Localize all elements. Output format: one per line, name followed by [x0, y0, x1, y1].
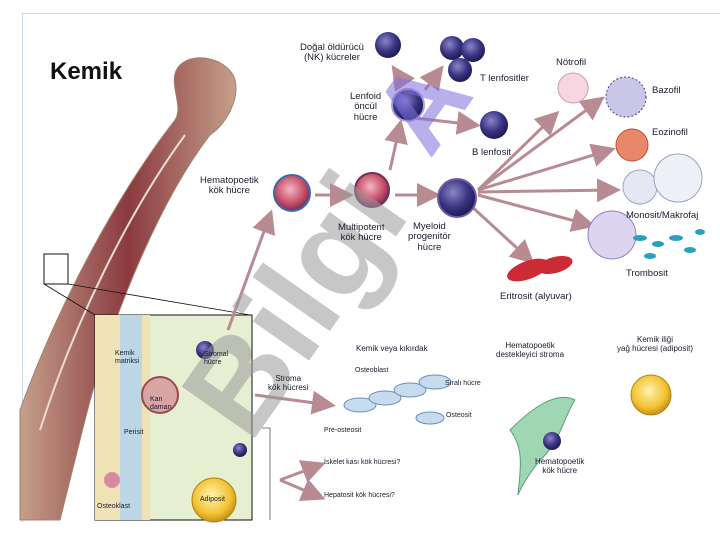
label-supporting-stroma: Hematopoetik destekleyici stroma: [496, 341, 565, 359]
label-lymphoid: Lenfoid öncül hücre: [350, 91, 382, 123]
label-eosinophil: Eozinofil: [652, 127, 688, 138]
label-hematopoietic-2: Hematopoetik kök hücre: [535, 457, 585, 475]
lymphoid-progenitor-cell: [391, 88, 425, 122]
platelets: [633, 229, 705, 259]
zoom-line-2: [43, 283, 96, 316]
label-osteocyte: Osteosit: [446, 412, 472, 419]
basophil: [605, 76, 647, 118]
inset-bracket: [262, 427, 271, 520]
label-multipotent: Multipotent kök hücre: [338, 222, 385, 244]
stroma-stem-cell: [543, 432, 561, 450]
label-bone-cartilage: Kemik veya kıkırdak: [356, 344, 428, 353]
label-osteoblast: Osteoblast: [355, 367, 389, 374]
erythrocytes: [507, 255, 573, 282]
label-platelet: Trombosit: [626, 268, 668, 279]
label-hepatocyte: Hepatosit kök hücresi?: [324, 492, 395, 499]
label-t-lymphocytes: T lenfositler: [480, 73, 529, 84]
label-stroma-stem: Stroma kök hücresi: [268, 374, 309, 392]
neutrophil: [557, 72, 589, 104]
osteoblast-chain: [343, 374, 452, 425]
marrow-adipocyte: [630, 374, 672, 416]
label-skeletal-muscle: İskelet kası kök hücresi?: [324, 459, 401, 466]
myeloid-progenitor-cell: [437, 178, 477, 218]
hematopoietic-stem-cell: [273, 174, 311, 212]
nk-cell: [375, 32, 401, 58]
supporting-stroma-cell: [509, 396, 576, 496]
zoom-line: [67, 283, 251, 316]
label-basophil: Bazofil: [652, 85, 681, 96]
label-marrow-fat: Kemik iliği yağ hücresi (adiposit): [617, 335, 694, 353]
multipotent-stem-cell: [354, 172, 390, 208]
label-preosteocyte: Pre-osteosit: [324, 427, 362, 434]
label-pericyte: Perisit: [124, 429, 144, 436]
label-osteoclast: Osteoklast: [97, 503, 131, 510]
t-cells: [440, 36, 485, 82]
label-nk: Doğal öldürücü (NK) kücreler: [300, 42, 364, 64]
bone-illustration: [19, 57, 237, 521]
page-title: Kemik: [50, 58, 123, 85]
frame-border: [22, 13, 720, 522]
label-blood-vessel: Kan damarı: [150, 396, 172, 411]
label-erythrocyte: Eritrosit (alyuvar): [500, 291, 572, 302]
b-cell: [480, 111, 508, 139]
label-bone-matrix: Kemik matriksi: [115, 350, 140, 365]
label-stromal: Stromal hücre: [204, 351, 229, 366]
monocyte-macrophage: [587, 153, 703, 260]
eosinophil: [615, 128, 649, 162]
label-adipocyte-inset: Adiposit: [200, 496, 225, 503]
label-lining-cell: Sıralı hücre: [445, 380, 481, 387]
label-hematopoietic: Hematopoetik kök hücre: [200, 175, 259, 197]
label-neutrophil: Nötrofil: [556, 57, 587, 68]
lineage-arrows: [226, 65, 621, 502]
label-b-lymphocyte: B lenfosit: [472, 147, 512, 158]
zoom-marker: [43, 253, 69, 285]
label-myeloid: Myeloid progenitör hücre: [408, 221, 451, 253]
label-monocyte: Monosit/Makrofaj: [626, 210, 699, 221]
marrow-inset: [94, 314, 253, 523]
